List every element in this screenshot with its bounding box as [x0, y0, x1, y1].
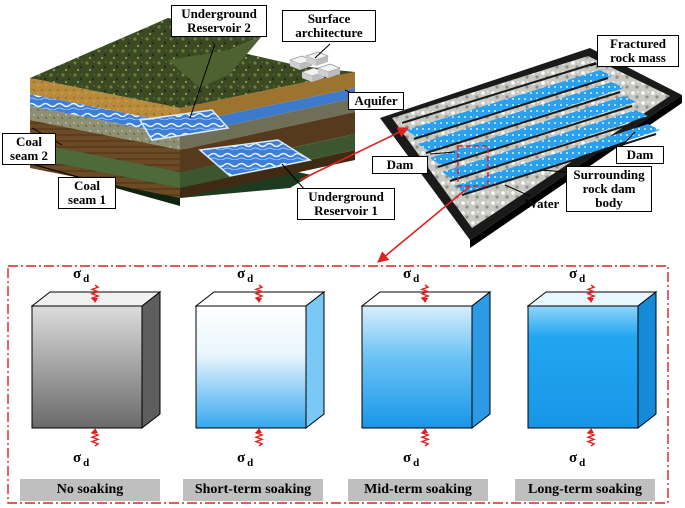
geological-block [8, 18, 371, 206]
stress-arrowhead-bottom [256, 428, 262, 433]
stress-arrowhead-top [256, 298, 262, 303]
cube-side-face [637, 290, 657, 430]
label-coal-seam-1: Coal seam 1 [58, 177, 116, 209]
stress-arrow-bottom [89, 429, 101, 447]
stress-symbol: σ [73, 450, 82, 466]
stress-arrowhead-bottom [92, 428, 98, 433]
underground-reservoir-2-pool [138, 109, 230, 141]
label-dam-right: Dam [616, 146, 664, 164]
caption-no-soaking: No soaking [20, 479, 160, 501]
label-surface-architecture: Surface architecture [282, 10, 376, 42]
stress-arrowhead-top [92, 298, 98, 303]
stress-arrow-top [253, 284, 265, 302]
cube-side-face [141, 290, 161, 430]
stress-subscript: d [83, 457, 90, 469]
sample-cube [360, 284, 492, 447]
caption-short-term-soaking: Short-term soaking [183, 479, 323, 501]
stress-symbol: σ [237, 450, 246, 466]
stress-symbol: σ [569, 266, 578, 282]
sample-cubes [30, 284, 658, 447]
stress-subscript: d [413, 273, 420, 285]
underground-reservoir-1-pool [198, 139, 312, 177]
zoom-box [457, 145, 489, 187]
stress-subscript: d [83, 273, 90, 285]
cube-front-face [361, 305, 473, 429]
samples-frame [7, 265, 669, 504]
caption-long-term-soaking: Long-term soaking [515, 479, 655, 501]
stress-arrowhead-bottom [588, 428, 594, 433]
cube-front-face [195, 305, 307, 429]
stress-arrowhead-top [588, 298, 594, 303]
stress-arrowhead-top [422, 298, 428, 303]
stress-arrow-top [89, 284, 101, 302]
cube-side-face [471, 290, 491, 430]
label-fractured-rock-mass: Fractured rock mass [597, 35, 679, 67]
stress-subscript: d [579, 273, 586, 285]
stress-subscript: d [579, 457, 586, 469]
stress-symbol: σ [73, 266, 82, 282]
stress-arrow-bottom [419, 429, 431, 447]
sample-cube [526, 284, 658, 447]
front-face [30, 78, 180, 198]
label-dam-left: Dam [372, 156, 428, 174]
label-water: Water [524, 196, 560, 211]
water-channels [406, 70, 660, 194]
label-underground-reservoir-1: Underground Reservoir 1 [297, 188, 395, 220]
sample-cube [30, 284, 162, 447]
stress-symbol: σ [569, 450, 578, 466]
stress-arrow-bottom [253, 429, 265, 447]
cube-side-face [305, 290, 325, 430]
label-underground-reservoir-2: Underground Reservoir 2 [171, 5, 267, 37]
stress-arrow-top [585, 284, 597, 302]
stress-subscript: d [413, 457, 420, 469]
cube-front-face [527, 305, 639, 429]
arrow-reservoir-to-plan [299, 127, 410, 181]
stress-arrow-bottom [585, 429, 597, 447]
stress-symbol: σ [403, 450, 412, 466]
stress-symbol: σ [403, 266, 412, 282]
stress-arrowhead-bottom [422, 428, 428, 433]
label-coal-seam-2: Coal seam 2 [2, 133, 56, 165]
notch-floor [168, 36, 262, 88]
stress-symbol: σ [237, 266, 246, 282]
stress-subscript: d [247, 457, 254, 469]
caption-mid-term-soaking: Mid-term soaking [348, 479, 488, 501]
reservoir-plan [380, 48, 682, 248]
cube-front-face [31, 305, 143, 429]
label-surrounding-rock-dam-body: Surrounding rock dam body [566, 166, 652, 212]
stress-subscript: d [247, 273, 254, 285]
dam-walls [401, 62, 657, 196]
label-aquifer: Aquifer [348, 92, 404, 110]
sample-cube [194, 284, 326, 447]
stress-arrow-top [419, 284, 431, 302]
arrow-zoom-to-samples [377, 185, 471, 263]
